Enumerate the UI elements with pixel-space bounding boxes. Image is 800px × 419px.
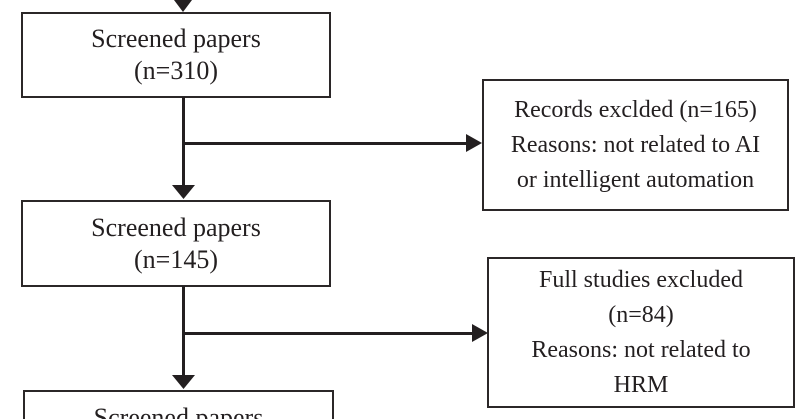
box-line: (n=145) (134, 244, 218, 274)
box-line: (n=310) (134, 56, 218, 85)
arrow-145-to-excluded-stem (182, 332, 473, 335)
arrow-145-to-excluded-head (472, 324, 488, 342)
records-excluded-box: Records exclded (n=165) Reasons: not rel… (482, 79, 789, 211)
screened-310-box: Screened papers (n=310) (21, 12, 331, 98)
box-line: Screened papers (91, 212, 261, 242)
box-line: or intelligent automation (516, 166, 755, 193)
screened-bottom-box: Screened papers (23, 390, 334, 419)
box-line: Reasons: not related to AI (510, 131, 761, 158)
full-studies-excluded-box: Full studies excluded (n=84) Reasons: no… (487, 257, 795, 408)
arrow-145-to-bottom-stem (182, 286, 185, 376)
box-line: HRM (613, 371, 669, 398)
box-line: Full studies excluded (539, 266, 743, 293)
box-line: Reasons: not related to (531, 336, 751, 363)
arrow-310-to-excluded-head (466, 134, 482, 152)
box-line: (n=84) (608, 301, 674, 328)
screened-145-box: Screened papers (n=145) (21, 200, 331, 287)
box-line: Screened papers (93, 403, 264, 419)
arrow-145-to-bottom-head (172, 375, 195, 389)
arrow-310-to-145-head (172, 185, 195, 199)
box-line: Records exclded (n=165) (514, 96, 757, 123)
box-line: Screened papers (91, 24, 261, 53)
arrow-310-to-excluded-stem (182, 142, 467, 145)
arrow-top-entry-head (171, 0, 195, 12)
